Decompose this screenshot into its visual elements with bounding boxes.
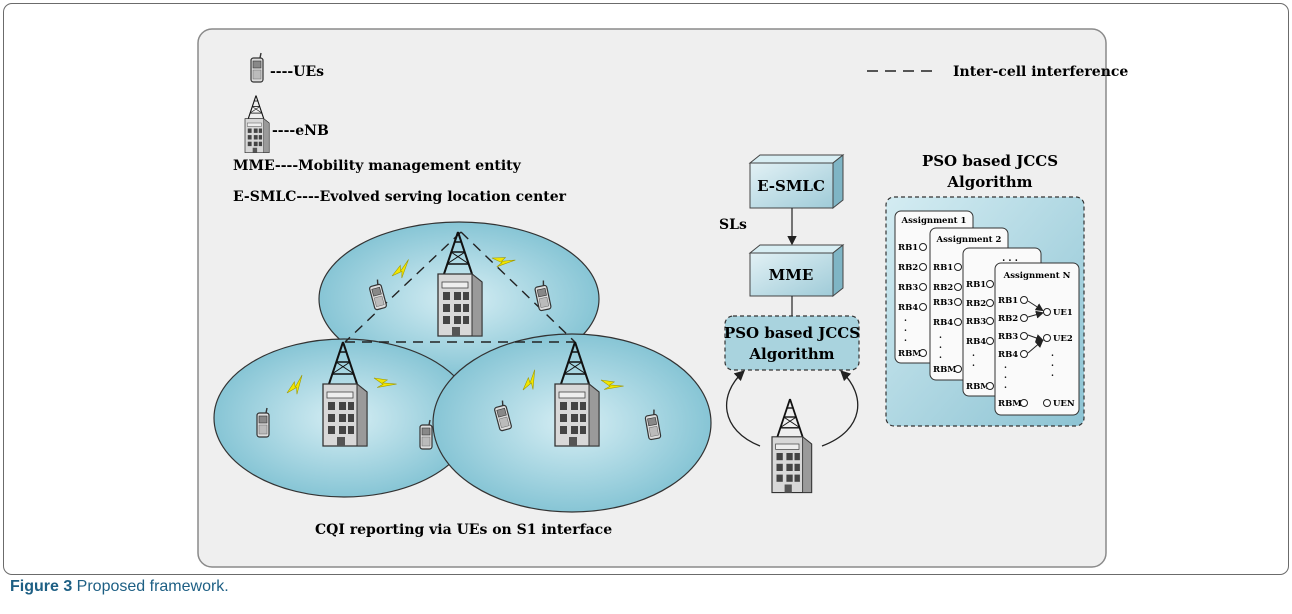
svg-text:RB1: RB1 — [966, 280, 986, 290]
assignment-n-title: Assignment N — [1003, 271, 1071, 281]
svg-text:.: . — [1051, 359, 1054, 369]
svg-text:RB4: RB4 — [898, 303, 918, 313]
legend-mme: MME----Mobility management entity — [233, 158, 522, 174]
pso-box — [724, 315, 860, 371]
interference-lines — [344, 231, 576, 343]
svg-text:RB1: RB1 — [933, 263, 953, 273]
svg-text:RB4: RB4 — [998, 350, 1018, 360]
esmlc-box-label: E-SMLC — [757, 177, 825, 195]
pso-box-line1: PSO based JCCS — [724, 324, 860, 342]
svg-text:UEN: UEN — [1053, 399, 1075, 409]
svg-text:.: . — [1004, 381, 1007, 391]
svg-text:.: . — [972, 359, 975, 369]
caption-text: Proposed framework. — [72, 578, 229, 595]
svg-text:RB3: RB3 — [998, 332, 1018, 342]
caption-number: Figure 3 — [10, 578, 73, 595]
cqi-label: CQI reporting via UEs on S1 interface — [315, 522, 612, 538]
svg-text:RB4: RB4 — [933, 318, 953, 328]
legend-enb: ----eNB — [272, 123, 329, 139]
svg-text:RB1: RB1 — [998, 296, 1018, 306]
svg-text:.: . — [972, 349, 975, 359]
svg-text:RB2: RB2 — [966, 299, 986, 309]
figure-caption: Figure 3 Proposed framework. — [10, 578, 229, 596]
framework-diagram: ----UEs ----eNB MME----Mobility manageme… — [197, 28, 1128, 568]
assignment-3-rows: RB1 RB2 RB3 RB4 .. RBM — [966, 280, 994, 392]
svg-text:RBM: RBM — [966, 382, 990, 392]
enb-to-pso-arrow-right — [821, 370, 859, 447]
pso-box-line2: Algorithm — [748, 345, 834, 363]
svg-text:RB4: RB4 — [966, 337, 986, 347]
svg-text:RB2: RB2 — [998, 314, 1018, 324]
legend-interference: Inter-cell interference — [953, 64, 1128, 80]
mme-box-label: MME — [769, 266, 814, 284]
svg-text:RB3: RB3 — [966, 317, 986, 327]
svg-text:RBM: RBM — [933, 365, 957, 375]
svg-text:.: . — [1051, 369, 1054, 379]
svg-text:.: . — [904, 334, 907, 344]
svg-text:UE1: UE1 — [1053, 308, 1073, 318]
sls-label: SLs — [719, 217, 747, 233]
assignment-2-rows: RB1 RB2 RB3 RB4 ... RBM — [933, 263, 962, 375]
svg-text:.: . — [939, 341, 942, 351]
panel-title-line1: PSO based JCCS — [922, 152, 1058, 170]
svg-text:.: . — [1004, 371, 1007, 381]
svg-text:UE2: UE2 — [1053, 334, 1073, 344]
svg-text:RB3: RB3 — [933, 298, 953, 308]
assignment-1-title: Assignment 1 — [901, 216, 967, 226]
svg-text:RBM: RBM — [998, 399, 1022, 409]
svg-text:.: . — [904, 324, 907, 334]
svg-text:.: . — [1004, 361, 1007, 371]
figure-frame — [3, 3, 1289, 575]
svg-text:.: . — [939, 331, 942, 341]
svg-text:.: . — [1051, 349, 1054, 359]
svg-text:RBM: RBM — [898, 349, 922, 359]
enb-to-pso-arrow-left — [726, 370, 761, 447]
svg-text:RB2: RB2 — [933, 283, 953, 293]
panel-title-line2: Algorithm — [946, 173, 1032, 191]
legend-ues: ----UEs — [270, 64, 324, 80]
svg-text:RB1: RB1 — [898, 243, 918, 253]
assignment-1-rows: RB1 RB2 RB3 RB4 ... RBM — [898, 243, 927, 359]
legend-esmlc: E-SMLC----Evolved serving location cente… — [233, 189, 567, 205]
svg-text:RB3: RB3 — [898, 283, 918, 293]
assignment-dots: . . . — [1002, 254, 1018, 264]
mme-box — [748, 243, 845, 298]
assignment-n-rows: RB1 RB2 RB3 RB4 ... RBM UE1 UE2 ... UEN — [998, 296, 1075, 409]
svg-text:.: . — [904, 314, 907, 324]
svg-text:RB2: RB2 — [898, 263, 918, 273]
svg-text:.: . — [939, 351, 942, 361]
assignment-2-title: Assignment 2 — [936, 235, 1002, 245]
